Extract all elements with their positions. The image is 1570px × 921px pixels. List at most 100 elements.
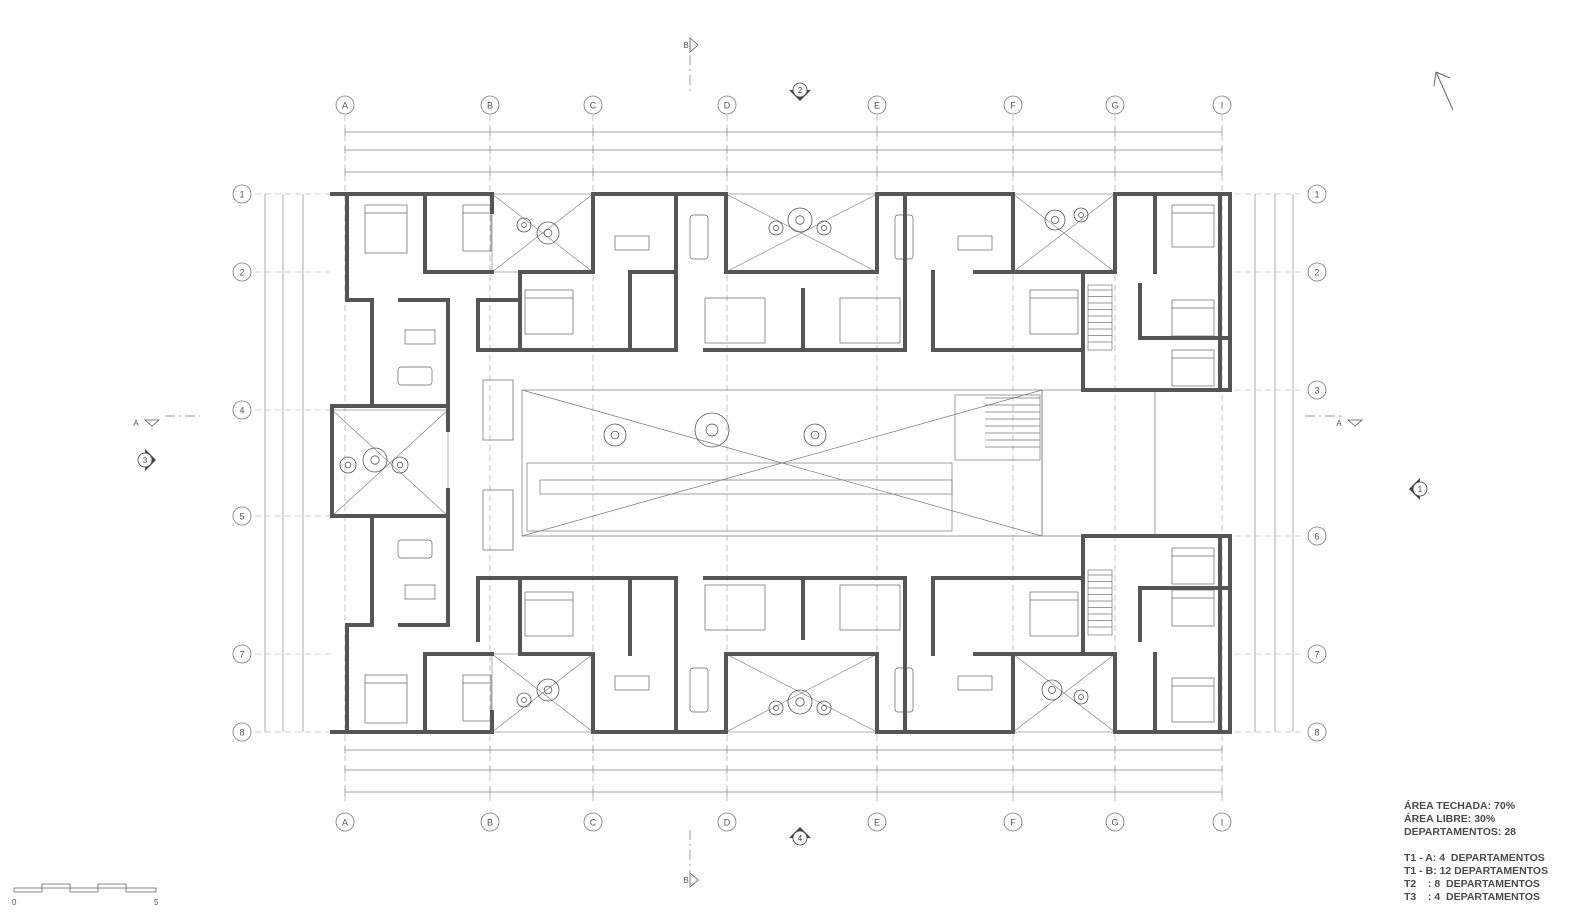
tree xyxy=(1044,209,1066,231)
tree-core xyxy=(795,697,805,707)
tree xyxy=(391,456,409,474)
grid-bubble-row-right: 6 xyxy=(1307,526,1327,546)
court-diagonal xyxy=(491,653,594,733)
tree xyxy=(362,447,388,473)
sofa xyxy=(957,675,993,691)
grid-bubble-row-left: 4 xyxy=(232,400,252,420)
tree-canopy xyxy=(768,220,784,236)
tree-canopy xyxy=(694,412,730,448)
section-marker-right: 1 xyxy=(1409,478,1428,500)
tree xyxy=(787,207,813,233)
grid-bubble-col-bottom: G xyxy=(1105,812,1125,832)
tree-canopy xyxy=(787,689,813,715)
sofa xyxy=(614,235,650,251)
dining-table xyxy=(689,214,709,260)
grid-bubble-label: 7 xyxy=(239,650,244,660)
tree-core xyxy=(810,430,820,440)
grid-bubble-circle xyxy=(1307,380,1327,400)
bed xyxy=(1029,591,1079,637)
tree-canopy xyxy=(391,456,409,474)
tree xyxy=(339,456,357,474)
grid-bubble-col-top: G xyxy=(1105,95,1125,115)
grid-bubble-col-top: I xyxy=(1212,95,1232,115)
kitchen-counter xyxy=(839,297,901,344)
grid-bubble-circle xyxy=(717,812,737,832)
tree-core xyxy=(1078,212,1084,218)
grid-bubble-col-top: F xyxy=(1003,95,1023,115)
tree-canopy xyxy=(536,678,560,702)
tree-canopy xyxy=(516,217,532,233)
tree xyxy=(1073,207,1089,223)
kitchen-counter xyxy=(482,379,514,441)
grid-bubble-circle xyxy=(1307,262,1327,282)
grid-bubble-label: 1 xyxy=(1314,190,1319,200)
grid-bubble-label: 6 xyxy=(1314,532,1319,542)
cut-a-right: A xyxy=(1336,419,1364,428)
grid-bubble-circle xyxy=(232,400,252,420)
bed xyxy=(364,204,408,254)
atrium-bridge xyxy=(526,462,953,532)
grid-bubble-col-bottom: C xyxy=(583,812,603,832)
sofa xyxy=(404,329,436,345)
kitchen-counter xyxy=(704,584,766,631)
grid-bubble-col-bottom: F xyxy=(1003,812,1023,832)
dining-table xyxy=(397,366,433,386)
grid-bubble-label: 7 xyxy=(1314,650,1319,660)
grid-bubble-label: C xyxy=(590,101,597,111)
tree-core xyxy=(821,705,827,711)
scale-bar: 0 5 xyxy=(12,883,159,907)
tree-core xyxy=(705,423,719,437)
grid-bubble-circle xyxy=(1003,812,1023,832)
trees xyxy=(339,207,1089,716)
kitchen-counter xyxy=(704,297,766,344)
bed xyxy=(1171,589,1215,627)
grid-bubble-circle xyxy=(1307,722,1327,742)
sofa xyxy=(404,584,436,600)
grid-bubble-circle xyxy=(232,262,252,282)
tree-core xyxy=(1048,686,1056,694)
tree xyxy=(516,692,532,708)
tree-core xyxy=(521,697,527,703)
cut-label: B xyxy=(683,876,688,885)
grid-bubble-label: 8 xyxy=(1314,728,1319,738)
tree-core xyxy=(543,228,553,238)
tree-canopy xyxy=(1073,689,1089,705)
summary-legend: ÁREA TECHADA: 70% ÁREA LIBRE: 30% DEPART… xyxy=(1404,800,1564,904)
kitchen-counter xyxy=(482,489,514,551)
section-marker-bottom: 4 xyxy=(789,827,811,846)
grid-bubble-col-bottom: D xyxy=(717,812,737,832)
bed xyxy=(524,289,574,335)
grid-bubble-circle xyxy=(583,812,603,832)
section-circle xyxy=(1412,481,1428,497)
tree xyxy=(516,217,532,233)
bed xyxy=(524,591,574,637)
section-circle xyxy=(792,830,808,846)
tree-canopy xyxy=(816,220,832,236)
tree-core xyxy=(795,215,805,225)
grid-bubble-circle xyxy=(1307,184,1327,204)
stair-core xyxy=(954,394,1041,461)
tree-core xyxy=(543,685,553,695)
tree-canopy xyxy=(339,456,357,474)
court-diagonal xyxy=(1012,653,1116,733)
bed xyxy=(462,674,492,722)
grid-bubble-circle xyxy=(232,644,252,664)
grid-bubble-circle xyxy=(335,812,355,832)
cut-a-left: A xyxy=(133,419,161,428)
grid-bubble-label: D xyxy=(724,818,731,828)
grid-bubble-row-left: 7 xyxy=(232,644,252,664)
bed xyxy=(1029,289,1079,335)
bed xyxy=(1171,677,1215,723)
grid-bubble-circle xyxy=(1003,95,1023,115)
grid-bubble-label: 1 xyxy=(239,190,244,200)
grid-bubble-label: B xyxy=(487,818,493,828)
tree-canopy xyxy=(803,423,827,447)
grid-bubble-label: D xyxy=(724,101,731,111)
grid-bubble-circle xyxy=(1307,526,1327,546)
grid-bubble-label: 3 xyxy=(1314,386,1319,396)
grid-bubble-row-left: 1 xyxy=(232,184,252,204)
grid-bubble-label: F xyxy=(1010,101,1016,111)
section-marker-top: 2 xyxy=(789,82,811,101)
grid-bubble-row-right: 2 xyxy=(1307,262,1327,282)
grid-bubble-circle xyxy=(232,506,252,526)
